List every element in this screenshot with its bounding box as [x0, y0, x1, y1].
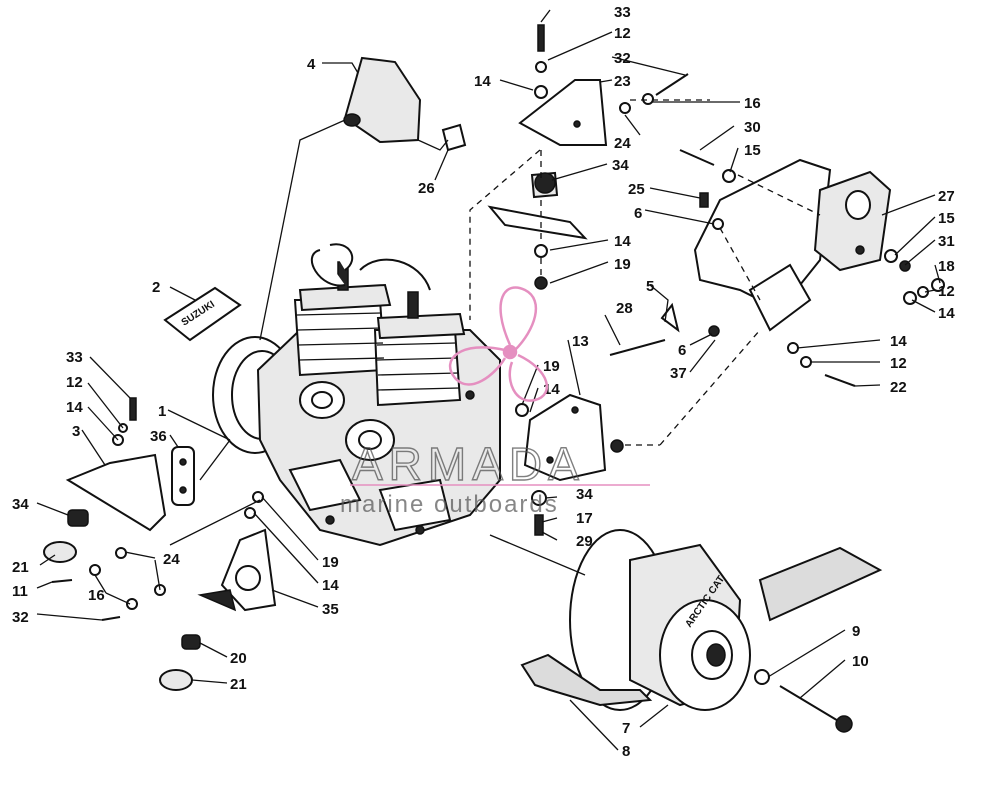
callout-label: 10 — [852, 653, 869, 670]
dashed-lines — [469, 99, 821, 446]
callout-label: 14 — [938, 305, 955, 322]
callout-label: 37 — [670, 365, 687, 382]
callout-label: 34 — [612, 157, 629, 174]
callout-label: 32 — [614, 50, 631, 67]
mount-bracket-23 — [487, 79, 608, 240]
callout-label: 15 — [938, 210, 955, 227]
callout-label: 34 — [576, 486, 593, 503]
engine-bracket-4 — [343, 56, 467, 152]
drive-clutch: ARCTIC CAT — [569, 529, 751, 711]
fasteners — [51, 24, 945, 621]
callout-label: 26 — [418, 180, 435, 197]
callout-label: 32 — [12, 609, 29, 626]
callout-label: 30 — [744, 119, 761, 136]
callout-label: 33 — [66, 349, 83, 366]
watermark: ARMADA marine outboards — [340, 286, 650, 518]
callout-label: 6 — [678, 342, 686, 359]
callout-label: 3 — [72, 423, 80, 440]
callout-label: 19 — [614, 256, 631, 273]
callout-label: 19 — [543, 358, 560, 375]
callout-label: 34 — [12, 496, 29, 513]
callout-label: 7 — [622, 720, 630, 737]
callout-label: 22 — [890, 379, 907, 396]
clutch-bolt — [754, 669, 853, 733]
drive-belt — [520, 546, 883, 707]
mount-bracket-27 — [693, 158, 892, 332]
callout-label: 4 — [307, 56, 316, 73]
callout-label: 21 — [230, 676, 247, 693]
callout-label: 25 — [628, 181, 645, 198]
callout-label: 16 — [744, 95, 761, 112]
callout-label: 35 — [322, 601, 339, 618]
engine-assembly — [212, 243, 501, 547]
suzuki-decal: SUZUKI — [163, 286, 242, 342]
cylinder-fins — [296, 312, 460, 391]
callout-label: 12 — [614, 25, 631, 42]
callout-label: 27 — [938, 188, 955, 205]
callout-label: 11 — [12, 583, 28, 600]
callout-label: 21 — [12, 559, 29, 576]
callout-label: 14 — [474, 73, 491, 90]
callout-label: 14 — [614, 233, 631, 250]
callout-label: 14 — [322, 577, 339, 594]
callout-label: 12 — [938, 283, 955, 300]
watermark-tagline: marine outboards — [340, 491, 559, 518]
callout-label: 2 — [152, 279, 160, 296]
callout-label: 23 — [614, 73, 631, 90]
callout-label: 12 — [890, 355, 907, 372]
callout-label: 13 — [572, 333, 589, 350]
callout-label: 33 — [614, 4, 631, 21]
callout-label: 14 — [890, 333, 907, 350]
leader-lines — [36, 9, 941, 751]
callout-label: 19 — [322, 554, 339, 571]
mount-plate-35 — [197, 528, 277, 612]
propeller-logo-icon — [448, 286, 549, 402]
callout-label: 17 — [576, 510, 593, 527]
callout-label: 31 — [938, 233, 955, 250]
callout-label: 36 — [150, 428, 167, 445]
callout-label: 1 — [158, 403, 166, 420]
callout-label: 12 — [66, 374, 83, 391]
callout-label: 18 — [938, 258, 955, 275]
mount-plate-3 — [65, 446, 195, 532]
watermark-brand: ARMADA — [352, 438, 585, 490]
callout-label: 16 — [88, 587, 105, 604]
callout-label: 24 — [163, 551, 180, 568]
callout-label: 5 — [646, 278, 654, 295]
callout-label: 6 — [634, 205, 642, 222]
callout-label: 20 — [230, 650, 247, 667]
callout-label: 8 — [622, 743, 630, 760]
callout-label: 15 — [744, 142, 761, 159]
callout-label: 14 — [66, 399, 83, 416]
callouts: 33 12 32 14 23 16 24 30 15 34 25 27 6 15… — [12, 4, 955, 760]
callout-label: 29 — [576, 533, 593, 550]
callout-label: 9 — [852, 623, 860, 640]
callout-label: 24 — [614, 135, 631, 152]
mount-bracket-13 — [523, 393, 607, 482]
callout-label: 28 — [616, 300, 633, 317]
